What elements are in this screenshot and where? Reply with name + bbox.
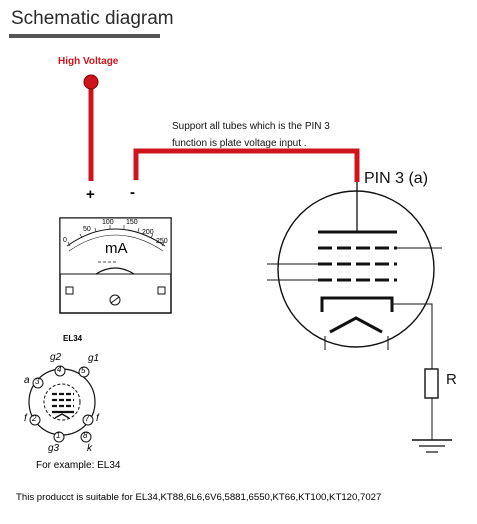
ammeter — [59, 217, 172, 314]
pin3-label: PIN 3 (a) — [364, 170, 429, 187]
pin-label-f-right: f — [96, 413, 99, 424]
title-underline — [9, 34, 160, 38]
resistor — [424, 368, 439, 440]
pin-number-2: 2 — [32, 414, 37, 423]
resistor-label: R — [446, 371, 457, 388]
meter-scale-50: 50 — [83, 226, 91, 233]
compatibility-footer: This producct is suitable for EL34,KT88,… — [16, 492, 382, 503]
meter-scale-100: 100 — [102, 219, 114, 226]
meter-scale-0: 0 — [63, 237, 67, 244]
minus-terminal-label: - — [130, 184, 135, 201]
pin-number-1: 1 — [56, 431, 61, 440]
meter-unit-label: mA — [105, 240, 128, 257]
vacuum-tube — [267, 182, 442, 369]
red-wires — [88, 86, 360, 182]
pin-number-4: 4 — [57, 365, 62, 374]
pin-label-f-left: f — [24, 413, 27, 424]
support-note-line1: Support all tubes which is the PIN 3 — [172, 121, 330, 132]
example-caption: For example: EL34 — [36, 460, 121, 471]
support-note-line2: function is plate voltage input . — [172, 138, 307, 149]
pin-label-g1: g1 — [88, 353, 100, 364]
pin-label-a: a — [24, 375, 30, 386]
page-title: Schematic diagram — [11, 8, 174, 29]
pin-label-g3: g3 — [48, 443, 60, 454]
pin-number-8: 8 — [83, 431, 88, 440]
pin-number-3: 3 — [35, 377, 40, 386]
meter-scale-200: 200 — [142, 229, 154, 236]
pin-label-k: k — [87, 443, 92, 454]
ground-symbol — [412, 439, 452, 453]
pin-number-7: 7 — [85, 414, 90, 423]
high-voltage-label: High Voltage — [58, 56, 119, 67]
high-voltage-terminal — [83, 74, 99, 90]
tube-base-diagram — [28, 365, 96, 443]
meter-scale-250: 250 — [156, 238, 168, 245]
support-note: Support all tubes which is the PIN 3 fun… — [172, 118, 330, 152]
meter-scale-150: 150 — [126, 219, 138, 226]
pin-label-g2: g2 — [50, 352, 62, 363]
tube-base-title: EL34 — [63, 334, 83, 343]
pin-number-5: 5 — [81, 366, 86, 375]
plus-terminal-label: + — [86, 186, 95, 203]
